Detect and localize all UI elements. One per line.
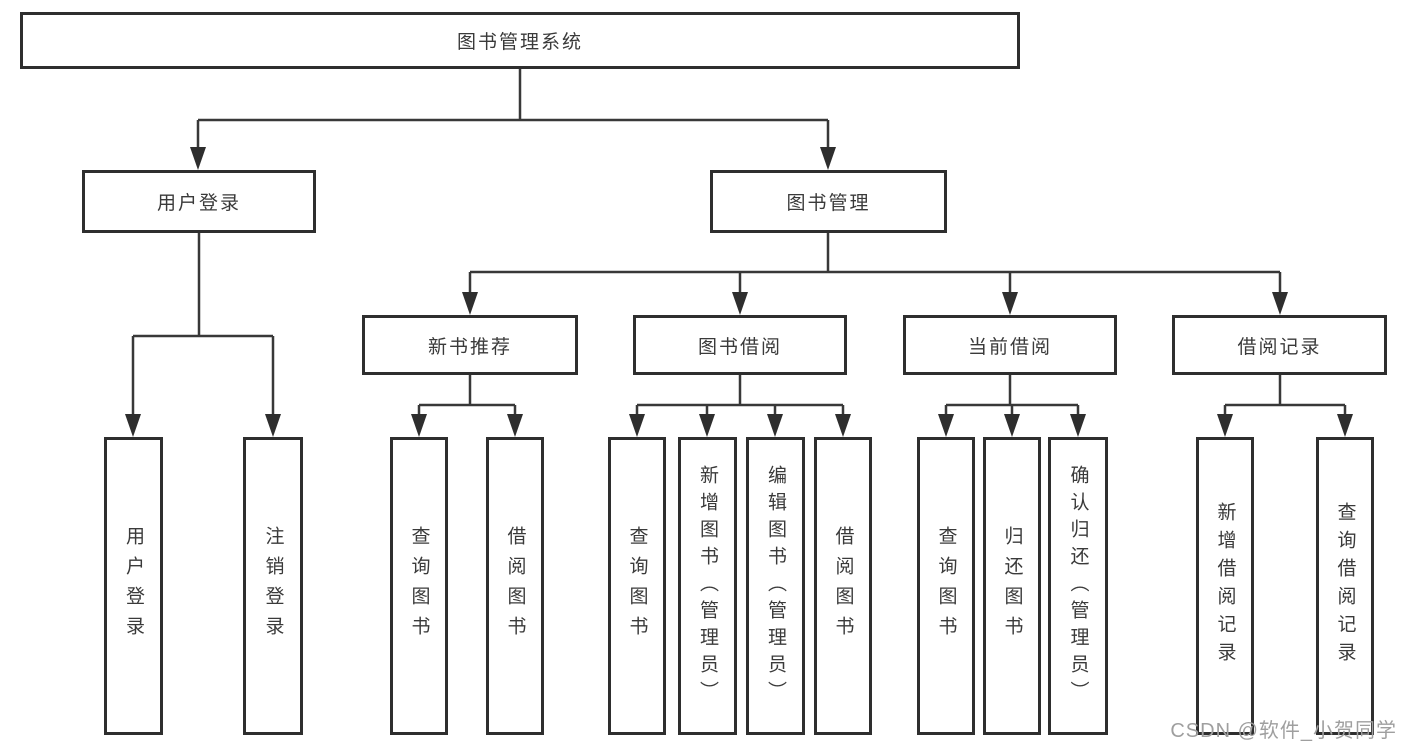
node-new-book-rec-label: 新书推荐: [427, 336, 512, 358]
leaf-br-add-record-label: 新增借阅记录: [1214, 502, 1236, 670]
leaf-bb-borrow-books-label: 借阅图书: [832, 526, 854, 646]
leaf-user-login: 用户登录: [104, 437, 163, 735]
leaf-bb-add-books: 新增图书（管理员）: [678, 437, 737, 735]
leaf-nbr-borrow-books-label: 借阅图书: [504, 526, 526, 646]
leaf-user-login-label: 用户登录: [123, 526, 144, 646]
leaf-cb-return-books-label: 归还图书: [1001, 526, 1023, 646]
node-root: 图书管理系统: [20, 12, 1020, 69]
node-user-login-label: 用户登录: [156, 193, 241, 214]
leaf-nbr-query-books-label: 查询图书: [408, 526, 430, 646]
csdn-watermark: CSDN @软件_小贺同学: [1170, 720, 1397, 742]
node-user-login: 用户登录: [82, 170, 316, 233]
node-book-borrow: 图书借阅: [633, 315, 847, 375]
node-new-book-rec: 新书推荐: [362, 315, 578, 375]
leaf-bb-edit-books: 编辑图书（管理员）: [746, 437, 805, 735]
leaf-cb-query-books: 查询图书: [917, 437, 975, 735]
leaf-bb-query-books-label: 查询图书: [626, 526, 648, 646]
leaf-br-query-record-label: 查询借阅记录: [1334, 502, 1356, 670]
leaf-cb-confirm-return: 确认归还（管理员）: [1048, 437, 1108, 735]
leaf-cb-return-books: 归还图书: [983, 437, 1041, 735]
leaf-bb-add-books-label: 新增图书（管理员）: [697, 464, 718, 708]
node-book-borrow-label: 图书借阅: [697, 336, 782, 358]
node-root-label: 图书管理系统: [456, 32, 583, 53]
leaf-bb-borrow-books: 借阅图书: [814, 437, 872, 735]
node-current-borrow-label: 当前借阅: [967, 336, 1052, 358]
node-book-mgmt-label: 图书管理: [786, 193, 871, 214]
leaf-cb-confirm-return-label: 确认归还（管理员）: [1067, 464, 1089, 708]
leaf-nbr-borrow-books: 借阅图书: [486, 437, 544, 735]
leaf-bb-query-books: 查询图书: [608, 437, 666, 735]
leaf-bb-edit-books-label: 编辑图书（管理员）: [765, 464, 786, 708]
node-book-mgmt: 图书管理: [710, 170, 947, 233]
node-current-borrow: 当前借阅: [903, 315, 1117, 375]
leaf-logout-label: 注销登录: [262, 526, 284, 646]
node-borrow-records-label: 借阅记录: [1237, 336, 1322, 358]
leaf-nbr-query-books: 查询图书: [390, 437, 448, 735]
node-borrow-records: 借阅记录: [1172, 315, 1387, 375]
leaf-br-add-record: 新增借阅记录: [1196, 437, 1254, 735]
leaf-logout: 注销登录: [243, 437, 303, 735]
leaf-br-query-record: 查询借阅记录: [1316, 437, 1374, 735]
leaf-cb-query-books-label: 查询图书: [935, 526, 957, 646]
